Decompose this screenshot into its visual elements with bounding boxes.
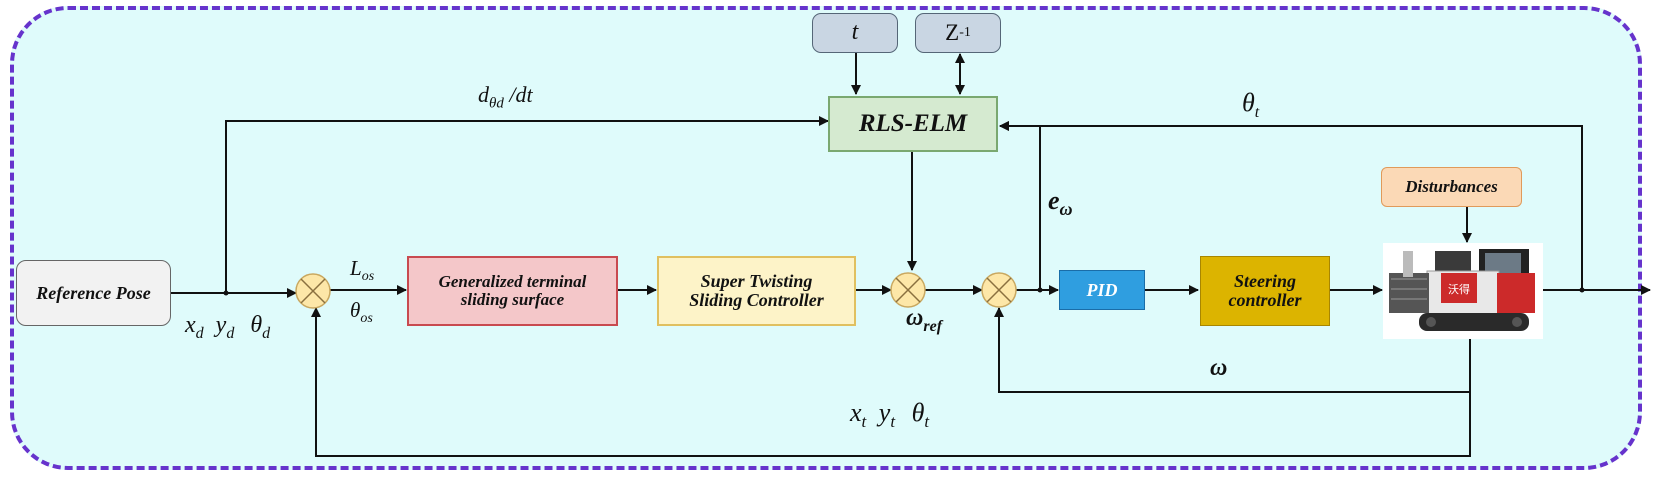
pid-label: PID: [1086, 279, 1118, 300]
summing-junction-3: [981, 272, 1017, 308]
wire-eomega-to-rls: [999, 121, 1041, 290]
pid-block: PID: [1059, 270, 1145, 310]
stsc-label-line1: Super Twisting: [700, 271, 813, 292]
rls-elm-block: RLS-ELM: [828, 96, 998, 152]
summing-junction-2: [890, 272, 926, 308]
z-block-label: Z: [945, 19, 960, 45]
theta-os-label: θos: [350, 298, 373, 327]
svg-text:沃得: 沃得: [1448, 283, 1470, 296]
wire-theta-to-rls: [999, 121, 1583, 290]
summing-junction-1: [295, 273, 331, 309]
e-omega-label: eω: [1048, 186, 1073, 220]
wire-omega-feedback: [994, 307, 1471, 393]
desired-pose-label: xd yd θd: [185, 312, 271, 342]
omega-label: ω: [1210, 355, 1228, 381]
l-os-label: Los: [350, 256, 375, 285]
gts-label-line1: Generalized terminal: [438, 272, 587, 292]
z-block-exponent: -1: [959, 24, 971, 40]
wire-pose-feedback: [311, 307, 1471, 457]
t-block-label: t: [851, 19, 859, 46]
omega-ref-label: ωref: [906, 305, 943, 335]
rls-elm-label: RLS-ELM: [858, 109, 968, 137]
t-block: t: [812, 13, 898, 53]
disturbances-label: Disturbances: [1405, 177, 1498, 197]
stsc-block: Super Twisting Sliding Controller: [657, 256, 856, 326]
gts-label-line2: sliding surface: [460, 290, 565, 309]
dtheta-d-label: dθd /dt: [478, 82, 533, 112]
steering-label-line1: Steering: [1233, 271, 1296, 292]
gts-block: Generalized terminal sliding surface: [407, 256, 618, 326]
reference-pose-label: Reference Pose: [36, 282, 151, 303]
harvester-vehicle-image: 沃得: [1383, 243, 1543, 339]
theta-t-label-top: θt: [1242, 88, 1260, 122]
wire-dtheta-to-rls: [225, 116, 829, 293]
steering-controller-block: Steering controller: [1200, 256, 1330, 326]
stsc-label-line2: Sliding Controller: [689, 290, 824, 310]
steering-label-line2: controller: [1228, 290, 1302, 310]
disturbances-block: Disturbances: [1381, 167, 1522, 207]
actual-pose-label: xt yt θt: [850, 398, 930, 432]
reference-pose-block: Reference Pose: [16, 260, 171, 326]
z-inverse-block: Z-1: [915, 13, 1001, 53]
